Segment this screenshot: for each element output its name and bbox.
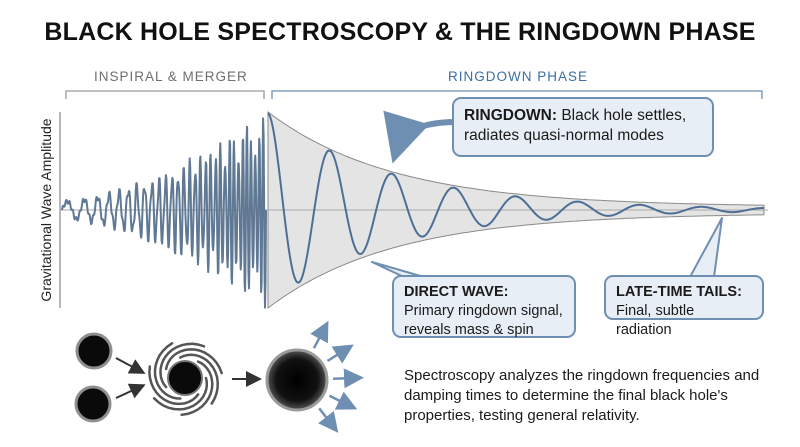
ringdown-bracket [271,90,763,99]
swirl-stroke [179,353,219,405]
swirl-stroke [159,342,206,389]
ringdown-callout-text: Black hole settles, radiates quasi-norma… [464,107,687,145]
spectroscopy-summary: Spectroscopy analyzes the ringdown frequ… [404,367,760,424]
converge-arrow-top [115,357,146,374]
converge-arrow-bottom [115,383,146,399]
ringdown-phase-label: RINGDOWN PHASE [448,69,589,84]
radiation-arrow [318,407,339,433]
radiation-arrow [332,368,364,389]
radiation-arrow [326,344,354,364]
swirl-stroke [153,342,182,400]
inspiral-bracket [65,90,265,99]
ringdown-callout: RINGDOWN: Black hole settles, radiates q… [452,97,714,157]
direct-wave-callout: DIRECT WAVE: Primary ringdown signal, re… [392,275,576,338]
ringdown-waveform [267,112,764,284]
inspiral-merger-label: INSPIRAL & MERGER [94,69,248,84]
direct-wave-callout-heading: DIRECT WAVE: [404,284,509,300]
ringdown-callout-heading: RINGDOWN: [464,107,557,124]
radiation-arrow [310,320,329,349]
swirl-stroke [164,348,223,375]
late-tails-callout-heading: LATE-TIME TAILS: [616,284,742,300]
swirl-stroke [148,365,200,406]
y-axis-label: Gravitational Wave Amplitude [38,118,54,302]
direct-wave-callout-text: Primary ringdown signal, reveals mass & … [404,302,563,338]
swirl-stroke [180,360,214,417]
late-tails-callout-text: Final, subtle radiation [616,302,695,338]
ringdown-callout-arrow [383,110,459,164]
merging-black-holes-icon [148,342,223,417]
two-black-holes-icon [74,332,113,423]
final-black-hole-icon [265,348,329,412]
page-title: BLACK HOLE SPECTROSCOPY & THE RINGDOWN P… [44,18,756,46]
late-tails-callout: LATE-TIME TAILS: Final, subtle radiation [604,275,764,338]
radiation-arrow [328,391,358,410]
late-tails-pointer [689,217,723,278]
swirl-stroke [152,376,209,411]
inspiral-waveform [61,117,267,309]
radiation-arrows [310,320,364,433]
